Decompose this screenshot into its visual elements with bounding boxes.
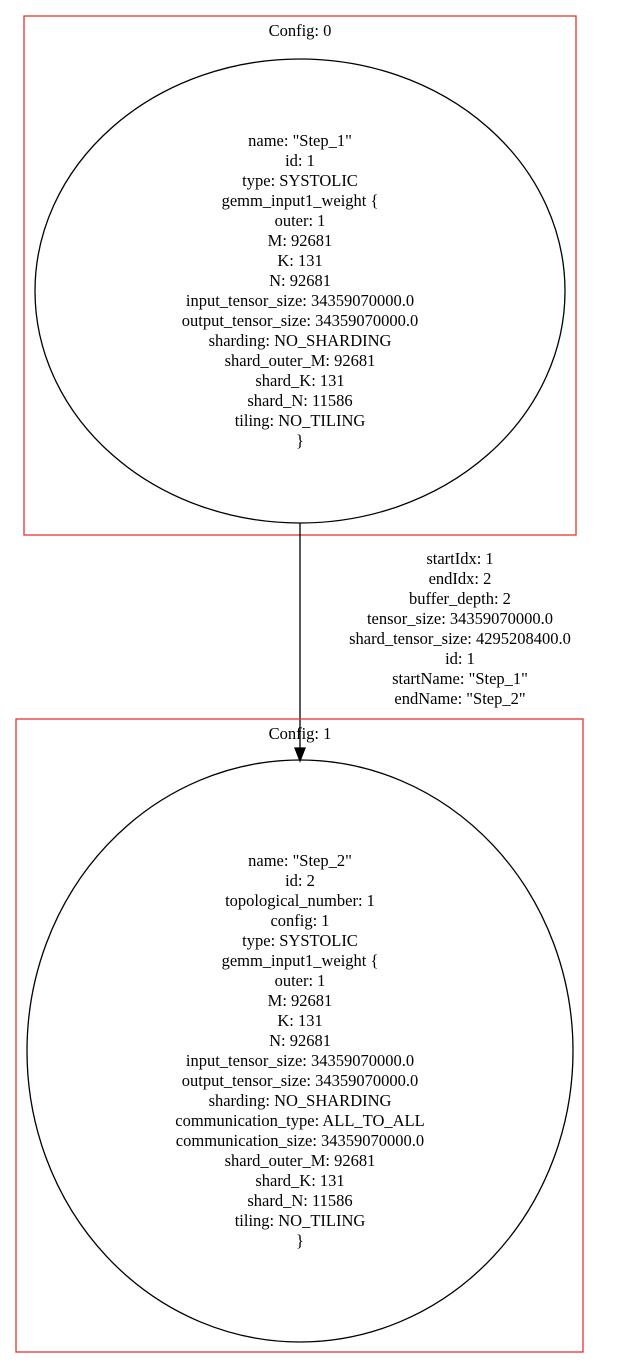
node-step-2-line: K: 131 [277, 1011, 322, 1030]
node-step-2-line: topological_number: 1 [225, 891, 375, 910]
node-step-2-line: shard_K: 131 [255, 1171, 344, 1190]
node-step-2-line: config: 1 [270, 911, 329, 930]
node-step-1-line: shard_N: 11586 [247, 391, 352, 410]
node-step-1-line: shard_outer_M: 92681 [225, 351, 376, 370]
node-step-1-line: type: SYSTOLIC [242, 171, 358, 190]
node-step-2-line: type: SYSTOLIC [242, 931, 358, 950]
node-step-1-line: tiling: NO_TILING [235, 411, 366, 430]
edge-label-line: endName: "Step_2" [394, 689, 525, 708]
edge-label-line: buffer_depth: 2 [409, 589, 511, 608]
node-step-2-line: id: 2 [285, 871, 315, 890]
node-step-1-line: input_tensor_size: 34359070000.0 [186, 291, 414, 310]
edge-label-line: endIdx: 2 [429, 569, 492, 588]
node-step-2-line: shard_N: 11586 [247, 1191, 352, 1210]
node-step-1-line: sharding: NO_SHARDING [209, 331, 392, 350]
node-step-2-line: name: "Step_2" [248, 851, 352, 870]
node-step-2-line: shard_outer_M: 92681 [225, 1151, 376, 1170]
node-step-1-line: M: 92681 [268, 231, 333, 250]
edge-arrowhead [294, 747, 306, 763]
node-step-2-line: } [296, 1231, 304, 1250]
node-step-2-ellipse [26, 759, 574, 1343]
node-step-1-line: N: 92681 [269, 271, 331, 290]
edge-label-line: startIdx: 1 [426, 549, 493, 568]
node-step-1-line: shard_K: 131 [255, 371, 344, 390]
node-step-1-line: gemm_input1_weight { [222, 191, 379, 210]
node-step-1-line: outer: 1 [275, 211, 326, 230]
node-step-2-line: M: 92681 [268, 991, 333, 1010]
node-step-1-line: output_tensor_size: 34359070000.0 [182, 311, 418, 330]
node-step-2-line: gemm_input1_weight { [222, 951, 379, 970]
node-step-1-line: K: 131 [277, 251, 322, 270]
node-step-1-line: } [296, 431, 304, 450]
node-step-2-line: N: 92681 [269, 1031, 331, 1050]
node-step-2-line: outer: 1 [275, 971, 326, 990]
node-step-2-line: output_tensor_size: 34359070000.0 [182, 1071, 418, 1090]
edge-label-line: id: 1 [445, 649, 475, 668]
node-step-2-line: communication_size: 34359070000.0 [176, 1131, 424, 1150]
cluster-config-0-label: Config: 0 [269, 21, 332, 40]
node-step-1-line: name: "Step_1" [248, 131, 352, 150]
node-step-2-line: tiling: NO_TILING [235, 1211, 366, 1230]
node-step-2-line: sharding: NO_SHARDING [209, 1091, 392, 1110]
edge-label-line: shard_tensor_size: 4295208400.0 [349, 629, 571, 648]
node-step-1-line: id: 1 [285, 151, 315, 170]
node-step-2-line: input_tensor_size: 34359070000.0 [186, 1051, 414, 1070]
cluster-config-1-label: Config: 1 [269, 724, 332, 743]
node-step-2-line: communication_type: ALL_TO_ALL [175, 1111, 424, 1130]
edge-label-line: startName: "Step_1" [392, 669, 528, 688]
cluster-config-1: Config: 1 [15, 718, 584, 1353]
edge-label-line: tensor_size: 34359070000.0 [367, 609, 553, 628]
cluster-config-1-border [15, 718, 584, 1353]
